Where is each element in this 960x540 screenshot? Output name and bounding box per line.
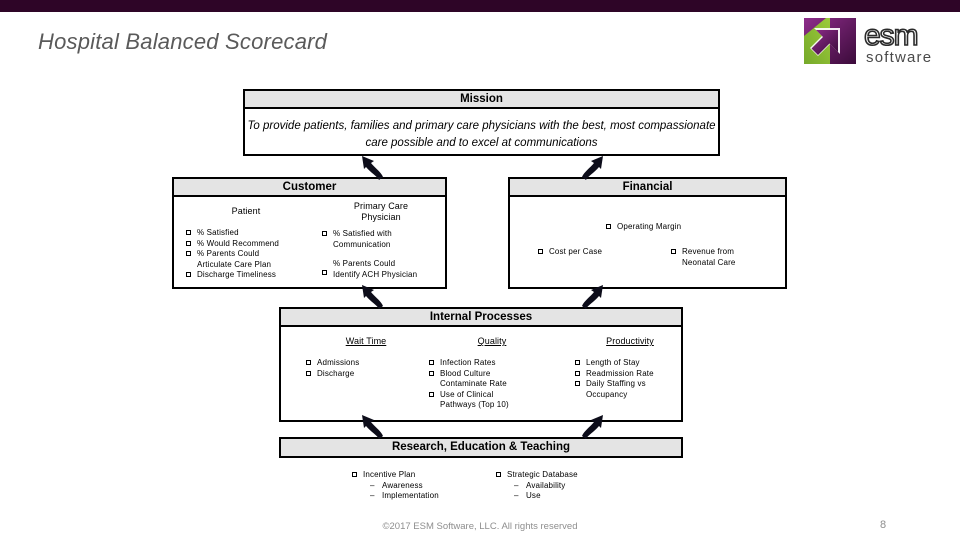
list-item: Strategic Database [496,470,636,481]
checkbox-icon [671,249,676,255]
internal-processes-header: Internal Processes [281,309,681,327]
checkbox-icon [606,224,611,230]
top-banner [0,0,960,12]
customer-column-pcp: Primary Care Physician % Satisfied with … [322,201,440,280]
financial-header: Financial [510,179,785,197]
list-item: Length of Stay [575,358,685,369]
strategic-database-subitems: –Availability –Use [514,481,636,502]
dash-icon: – [514,480,519,490]
list-item: Cost per Case [538,247,648,258]
checkbox-icon [186,240,191,246]
arrow-research-to-internal-left [362,415,383,439]
internal-column-productivity: Productivity Length of Stay Readmission … [575,336,685,400]
checkbox-icon [429,360,434,366]
financial-cost-per-case: Cost per Case [538,247,648,258]
mission-text: To provide patients, families and primar… [247,120,716,149]
quality-measures: Infection Rates Blood Culture Contaminat… [429,358,555,411]
incentive-plan-subitems: –Awareness –Implementation [370,481,482,502]
list-item: Incentive Plan [352,470,482,481]
internal-column-title: Productivity [606,336,654,346]
checkbox-icon [496,472,501,478]
financial-operating-margin: Operating Margin [606,222,736,233]
list-item: % Would Recommend [186,239,306,250]
footer-copyright: ©2017 ESM Software, LLC. All rights rese… [382,521,578,532]
checkbox-icon [429,370,434,376]
arrow-internal-to-financial [582,285,603,309]
customer-column-title: Primary Care Physician [353,201,409,222]
checkbox-icon [322,270,327,275]
checkbox-icon [306,360,311,366]
list-item: Daily Staffing vs Occupancy [575,379,685,400]
checkbox-icon [186,272,191,278]
checkbox-icon [538,249,543,255]
checkbox-icon [575,381,580,387]
customer-column-title: Patient [231,206,261,216]
list-item: –Availability [514,480,566,490]
arrow-customer-to-mission [362,156,383,180]
page-title: Hospital Balanced Scorecard [38,29,328,54]
productivity-measures: Length of Stay Readmission Rate Daily St… [575,358,685,400]
customer-box: Customer Patient % Satisfied % Would Rec… [172,177,447,289]
list-item: Infection Rates [429,358,555,369]
customer-header: Customer [174,179,445,197]
internal-column-quality: Quality Infection Rates Blood Culture Co… [429,336,555,411]
list-item: Revenue from Neonatal Care [671,247,783,268]
list-item: –Awareness [370,480,423,490]
arrow-financial-to-mission [582,156,603,180]
list-item: Discharge Timeliness [186,270,306,281]
list-item: % Parents Could Identify ACH Physician [322,259,440,280]
internal-column-title: Quality [477,336,507,346]
mission-header: Mission [245,91,718,109]
list-item: Blood Culture Contaminate Rate [429,369,555,390]
svg-text:esm: esm [864,19,918,52]
checkbox-icon [306,370,311,376]
mission-body: To provide patients, families and primar… [245,109,718,152]
list-item: Use of Clinical Pathways (Top 10) [429,390,555,411]
mission-box: Mission To provide patients, families an… [243,89,720,156]
list-item: % Satisfied [186,228,306,239]
customer-patient-measures: % Satisfied % Would Recommend % Parents … [186,228,306,281]
svg-text:software: software [866,49,932,66]
esm-software-logo: esm software [800,14,958,70]
dash-icon: – [370,480,375,490]
internal-column-title: Wait Time [345,336,387,346]
incentive-plan-group: Incentive Plan [352,470,482,481]
list-item: –Use [514,491,541,500]
checkbox-icon [429,391,434,397]
wait-time-measures: Admissions Discharge [306,358,426,379]
strategic-database-group: Strategic Database [496,470,636,481]
customer-column-patient: Patient % Satisfied % Would Recommend % … [186,206,306,281]
list-item: Readmission Rate [575,369,685,380]
research-column-strategic-database: Strategic Database –Availability –Use [496,470,636,502]
checkbox-icon [186,251,191,257]
checkbox-icon [575,370,580,376]
checkbox-icon [352,472,357,478]
internal-column-wait-time: Wait Time Admissions Discharge [306,336,426,379]
dash-icon: – [370,491,375,500]
arrow-research-to-internal-right [582,415,603,439]
checkbox-icon [322,231,327,237]
internal-processes-box: Internal Processes Wait Time Admissions … [279,307,683,422]
research-column-incentive-plan: Incentive Plan –Awareness –Implementatio… [352,470,482,502]
list-item: Discharge [306,369,426,380]
checkbox-icon [575,360,580,366]
checkbox-icon [186,230,191,236]
list-item: Admissions [306,358,426,369]
research-education-teaching-header: Research, Education & Teaching [279,437,683,458]
arrow-internal-to-customer [362,285,383,309]
financial-revenue-neonatal: Revenue from Neonatal Care [671,247,783,268]
list-item: % Satisfied with Communication [322,229,440,250]
customer-pcp-measures: % Satisfied with Communication % Parents… [322,229,440,280]
dash-icon: – [514,491,519,500]
page-number: 8 [880,519,887,531]
list-item: Operating Margin [606,222,736,233]
list-item: –Implementation [370,491,439,500]
financial-box: Financial Operating Margin Cost per Case… [508,177,787,289]
list-item: % Parents Could Articulate Care Plan [186,249,306,270]
